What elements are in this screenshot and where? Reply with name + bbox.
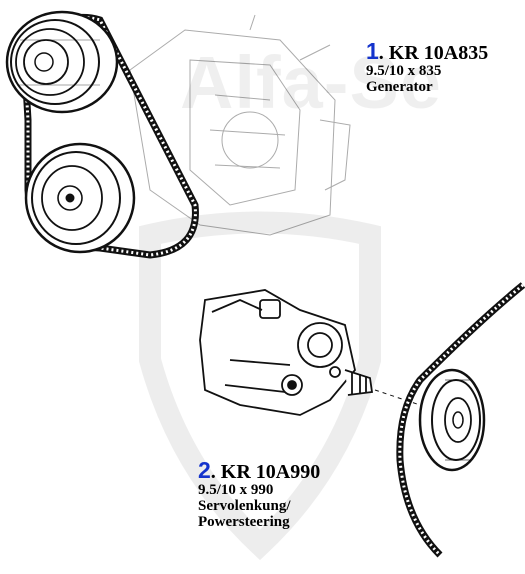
part-callout-1: 1. KR 10A835 9.5/10 x 835 Generator xyxy=(366,40,488,95)
part-description: Powersteering xyxy=(198,514,290,530)
part-heading: 1. KR 10A835 xyxy=(366,38,489,64)
part-size: 9.5/10 x 990 xyxy=(198,482,274,498)
power-steering-pump-drawing xyxy=(199,282,525,558)
part-code: KR 10A990 xyxy=(220,461,321,483)
part-callout-2: 2. KR 10A990 9.5/10 x 990 Servolenkung/ … xyxy=(198,459,320,530)
part-size: 9.5/10 x 835 xyxy=(366,63,442,79)
watermark-text: Alfa-Se xyxy=(180,41,442,124)
part-description: Generator xyxy=(366,79,433,95)
part-heading: 2. KR 10A990 xyxy=(198,457,321,483)
shield-icon xyxy=(139,211,381,561)
part-separator: . xyxy=(210,461,221,483)
part-number: 1 xyxy=(366,38,379,64)
part-code: KR 10A835 xyxy=(388,42,489,64)
part-number: 2 xyxy=(198,457,211,483)
part-separator: . xyxy=(378,42,389,64)
alternator-belt-drawing xyxy=(5,10,351,259)
part-description: Servolenkung/ xyxy=(198,498,291,514)
